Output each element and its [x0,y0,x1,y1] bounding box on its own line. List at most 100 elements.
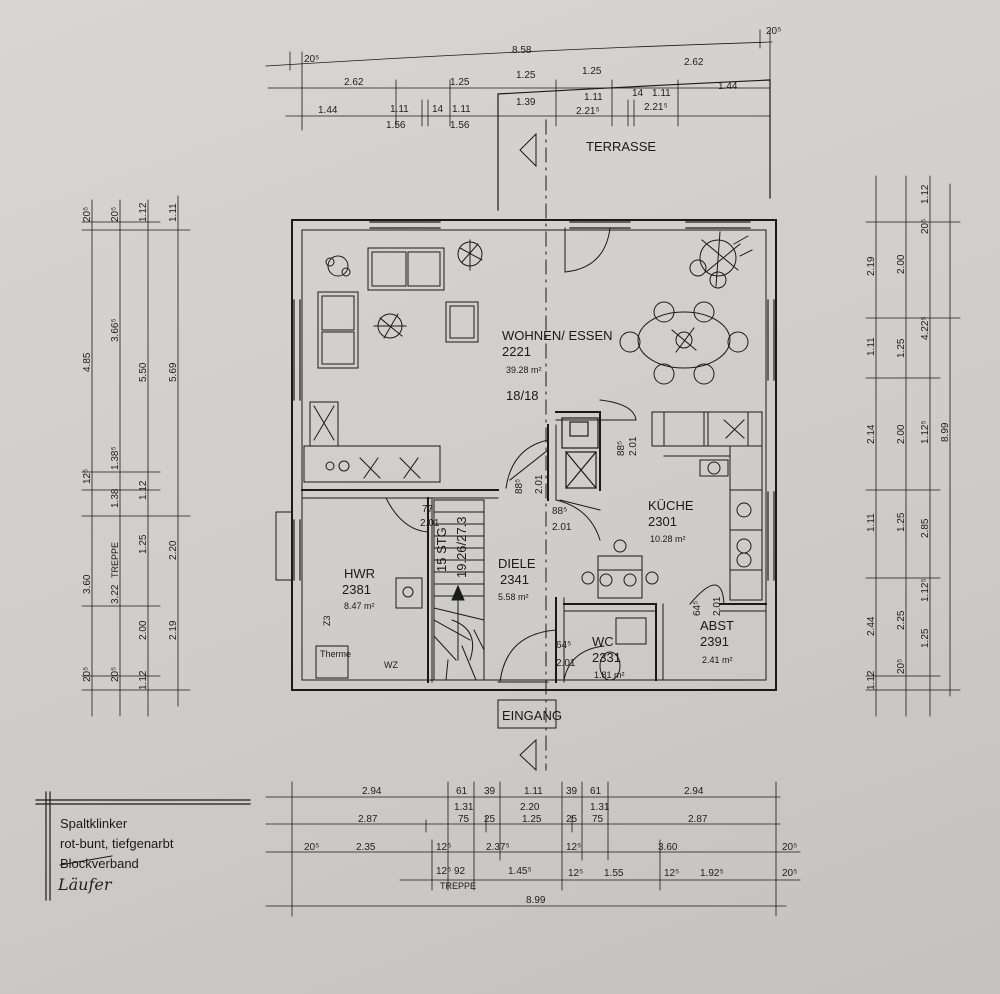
dim-lines-left [81,195,191,717]
hallway-area: 5.58 m² [498,592,529,602]
section-markers [497,119,557,772]
legend-line-1: Spaltklinker [60,816,128,831]
left-col3-dim: 1.12 [138,670,149,690]
left-col3-dim: 5.50 [138,362,149,382]
bottom-row4-dim: 1.55 [604,868,624,879]
right-col4-dim: 8.99 [940,422,951,442]
kitchen-door-width: 88⁵ [616,441,627,456]
left-stair-label: TREPPE [110,542,120,578]
top-overall-dim: 8.58 [512,45,532,56]
wc-fixtures [599,617,647,681]
legend-line-3-rest: verband [92,856,139,871]
top-row3-dim: 14 [632,88,644,99]
abst-door-height: 2.01 [712,596,723,616]
top-row3-dim: 1.11 [584,92,603,103]
right-col2-dim: 2.00 [896,254,907,274]
right-col1-dim: 2.44 [866,616,877,636]
right-col1-dim: 1.11 [866,337,877,356]
right-col1-dim: 2.14 [866,424,877,444]
bottom-row3-dim: 12⁵ [566,842,581,853]
right-col2-dim: 2.25 [896,610,907,630]
bottom-row1-dim: 1.11 [524,786,543,797]
left-col2-dim: 3.66⁵ [110,318,121,342]
dim-lines-bottom [265,781,801,917]
living-room-name: WOHNEN/ ESSEN [502,328,613,343]
bottom-row2-dim: 2.87 [358,814,378,825]
legend-line-3: Blockverband [60,856,139,871]
right-col3-small-dim: 1.12 [920,184,931,204]
utility-room-area: 8.47 m² [344,601,375,611]
bottom-row3-dim: 20⁵ [782,842,797,853]
terrace-label: TERRASSE [586,139,656,154]
interior-walls [301,411,767,683]
kitchen-number: 2301 [648,514,677,529]
bottom-row3-dim: 3.60 [658,842,678,853]
bottom-dimension-text: 2.94 61 39 1.11 39 61 2.94 1.31 2.20 1.3… [304,786,797,906]
bottom-row1-dim: 61 [456,786,468,797]
bottom-row2-dim: 75 [592,814,604,825]
top-row3-sub-dim: 2.21⁵ [576,106,600,117]
legend-frame [35,791,251,901]
bottom-row3-dim: 20⁵ [304,842,319,853]
dining-table [619,231,753,385]
chimney [561,417,599,489]
wc-door-height: 2.01 [556,658,576,669]
left-col2-dim: 20⁵ [110,667,121,682]
abst-door-width: 64⁵ [692,601,703,616]
right-col3-dim: 4.22⁵ [920,316,931,340]
diele-right-door-width: 88⁵ [552,506,567,517]
bottom-row2-dim: 2.87 [688,814,708,825]
terrace-outline [497,79,771,211]
left-col2-dim: 3.22 [110,584,121,604]
top-corner-right: 20⁵ [766,26,781,37]
hallway-name: DIELE [498,556,536,571]
wc-door-width: 64⁵ [556,640,571,651]
living-room-number: 2221 [502,344,531,359]
left-col1-small-dim: 12⁵ [82,469,93,484]
bottom-row1-dim: 39 [484,786,496,797]
kitchen-name: KÜCHE [648,498,694,513]
bottom-row4-dim: 1.92⁵ [700,868,724,879]
left-col4-dim: 5.69 [168,362,179,382]
top-row3-sub-dim: 1.56 [386,120,406,131]
top-row2-dim: 1.25 [516,70,536,81]
top-row3-dim: 1.11 [652,88,671,99]
bottom-row1-sub-dim: 1.31 [590,802,610,813]
left-col1-small-dim: 20⁵ [82,207,93,222]
left-col1-dim: 3.60 [82,574,93,594]
storage-name: ABST [700,618,734,633]
top-row3-dim: 14 [432,104,444,115]
wz-label: WZ [384,660,398,670]
right-col1-dim: 2.19 [866,256,877,276]
left-dimension-text: 4.85 3.60 20⁵ 12⁵ 20⁵ 3.66⁵ 1.38 3.22 20… [82,202,179,690]
left-col4-dim: 2.19 [168,620,179,640]
top-row3-dim: 1.44 [718,81,738,92]
bottom-row4-dim: 12⁵ [436,866,451,877]
right-col3-small-dim: 20⁵ [920,219,931,234]
z3-label: Z3 [322,615,332,626]
bottom-row1-dim: 2.94 [684,786,704,797]
stair-section-label: 18/18 [506,388,539,403]
bottom-row4-dim: 1.45⁵ [508,866,532,877]
kitchen-units [651,411,763,601]
bottom-row3-dim: 2.35 [356,842,376,853]
bottom-row1-dim: 61 [590,786,602,797]
entrance-label: EINGANG [502,708,562,723]
right-col2-dim: 2.00 [896,424,907,444]
right-col3-dim: 1.25 [920,628,931,648]
wc-name: WC [592,634,614,649]
right-col1-dim: 1.12 [866,670,877,690]
bottom-row3-dim: 12⁵ [436,842,451,853]
left-col2-small-dim: 1.38⁵ [110,446,121,470]
left-col4-small-dim: 1.11 [168,203,179,222]
right-dimension-text: 2.19 1.11 2.14 1.11 2.44 1.12 2.00 1.25 … [866,184,951,690]
left-col3-small-dim: 1.12 [138,480,149,500]
hallway-number: 2341 [500,572,529,587]
diele-right-door-height: 2.01 [552,522,572,533]
right-col1-dim: 1.11 [866,513,877,532]
bottom-row2-dim: 75 [458,814,470,825]
diele-left-door-height: 2.01 [534,474,545,494]
right-col2-dim: 20⁵ [896,659,907,674]
top-dimension-text: 8.58 20⁵ 20⁵ 2.62 1.25 1.25 1.25 2.62 1.… [304,26,781,131]
